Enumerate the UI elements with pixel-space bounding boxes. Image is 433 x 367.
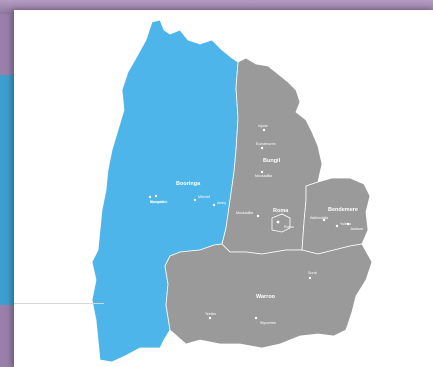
svg-text:Roma: Roma <box>284 225 294 229</box>
town-mitchell: Mitchell <box>193 195 210 202</box>
town-injune: Injune <box>258 124 268 132</box>
side-accent-tab[interactable] <box>0 75 14 305</box>
label-bendemere: Bendemere <box>328 207 358 213</box>
town-eumamurrin: Eumamurrin <box>256 142 276 150</box>
region-warroo[interactable] <box>164 243 373 349</box>
label-booringa: Booringa <box>176 181 201 187</box>
svg-text:Teelba: Teelba <box>205 312 216 316</box>
town-wallumbilla: Wallumbilla <box>310 216 328 222</box>
svg-text:Amby: Amby <box>217 201 226 205</box>
svg-text:Jackson: Jackson <box>350 227 363 231</box>
svg-text:Muckadilla: Muckadilla <box>255 174 272 178</box>
town-wycombe: Wycombe <box>254 316 276 325</box>
svg-text:Injune: Injune <box>258 124 268 128</box>
label-warroo: Warroo <box>256 294 276 300</box>
town-teelba: Teelba <box>205 312 216 320</box>
town-muckadilla-north: Muckadilla <box>255 170 272 178</box>
town-roma: Roma <box>276 220 294 229</box>
svg-text:Wallumbilla: Wallumbilla <box>310 216 328 220</box>
svg-text:Mitchell: Mitchell <box>198 195 210 199</box>
svg-text:Yuleba: Yuleba <box>340 222 351 226</box>
divider <box>14 303 104 304</box>
town-mungallala: Mungallala <box>148 195 167 204</box>
svg-text:Bymount: Bymount <box>150 200 164 204</box>
town-yuleba: Yuleba <box>335 222 351 228</box>
label-bungil: Bungil <box>263 158 281 164</box>
svg-text:Wycombe: Wycombe <box>260 321 276 325</box>
svg-text:Eumamurrin: Eumamurrin <box>256 142 276 146</box>
roma-town-boundary <box>271 213 291 233</box>
town-jackson: Jackson <box>346 222 363 231</box>
svg-text:Mungallala: Mungallala <box>150 200 167 204</box>
town-bymount: Bymount <box>150 194 164 204</box>
town-amby: Amby <box>212 201 226 207</box>
town-muckadilla: Muckadilla <box>236 211 260 218</box>
label-roma: Roma <box>273 208 289 214</box>
svg-text:Surat: Surat <box>308 271 317 275</box>
svg-text:Muckadilla: Muckadilla <box>236 211 253 215</box>
town-surat: Surat <box>308 271 317 280</box>
